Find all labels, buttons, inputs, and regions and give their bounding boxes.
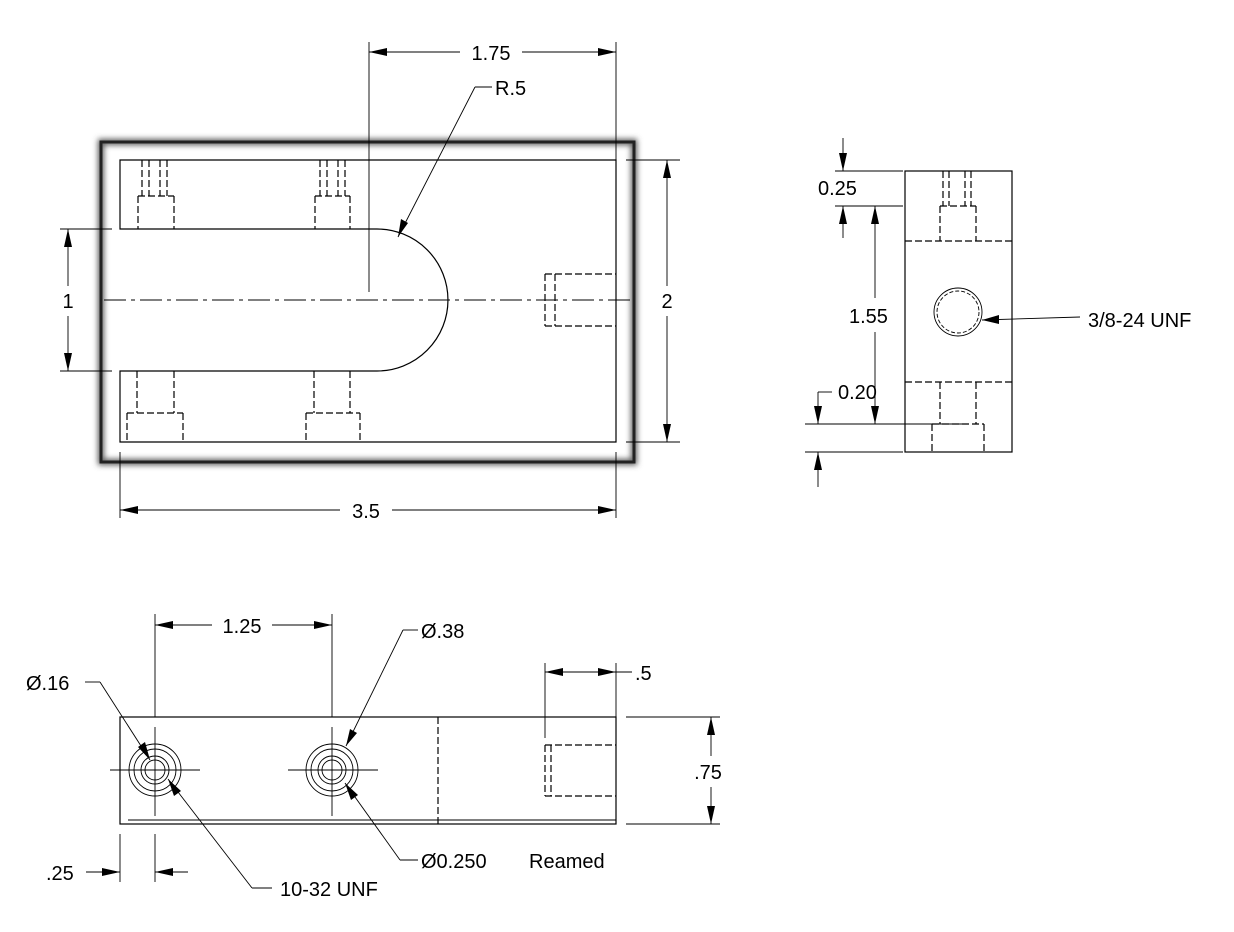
dim-side-spacing: 1.55 [849, 206, 888, 424]
side-view-outline [904, 170, 1013, 453]
selection-frame [99, 140, 636, 464]
hole-lower-left [126, 371, 184, 442]
dim-overall-length-text: 3.5 [352, 501, 380, 523]
dim-overall-width: 2 [626, 159, 680, 443]
dim-side-spacing-text: 1.55 [849, 306, 888, 328]
leader-counterbore: Ø.38 [345, 621, 464, 747]
reamed-note-text: Reamed [529, 851, 605, 873]
hole-upper-left [137, 160, 175, 229]
dim-front-depth: .5 [544, 663, 652, 738]
dim-side-bottom: 0.20 [805, 382, 965, 487]
side-view: 0.25 1.55 0.20 3/8-24 UNF [805, 138, 1191, 487]
top-view-outline [119, 159, 617, 443]
dim-side-bottom-text: 0.20 [838, 382, 877, 404]
leader-slot-radius: R.5 [397, 78, 526, 238]
counterbore-dia-text: Ø.38 [421, 621, 464, 643]
reamed-dia-text: Ø0.250 [421, 851, 487, 873]
dim-front-height-text: .75 [694, 762, 722, 784]
dim-front-edge-text: .25 [46, 863, 74, 885]
leader-reamed: Ø0.250 Reamed [344, 782, 605, 873]
dim-side-top: 0.25 [818, 138, 903, 238]
dim-front-spacing: 1.25 [154, 614, 333, 717]
dim-front-edge: .25 [46, 834, 188, 885]
front-hole-left [110, 727, 200, 816]
selection-frame-glow [98, 139, 637, 465]
front-view: 1.25 Ø.38 Ø.16 .5 [26, 614, 722, 901]
dim-overall-length: 3.5 [119, 452, 617, 523]
dim-front-height: .75 [626, 716, 722, 825]
dim-slot-width: 1 [60, 228, 112, 372]
side-thread-text: 3/8-24 UNF [1088, 310, 1191, 332]
leader-hole-dia: Ø.16 [26, 673, 151, 761]
hole-lower-right [305, 371, 361, 442]
front-hole-right [288, 727, 378, 816]
hole-upper-right [314, 160, 351, 229]
dim-front-depth-text: .5 [635, 663, 652, 685]
top-view: 1.75 R.5 1 2 [60, 42, 680, 523]
dim-overall-width-text: 2 [661, 291, 672, 313]
dim-side-top-text: 0.25 [818, 178, 857, 200]
front-view-outline [119, 716, 617, 825]
dim-slot-length-text: 1.75 [472, 43, 511, 65]
slot-radius-text: R.5 [495, 78, 526, 100]
leader-side-thread: 3/8-24 UNF [981, 310, 1191, 332]
hole-dia-text: Ø.16 [26, 673, 69, 695]
side-thread-hole [933, 287, 983, 337]
dim-slot-width-text: 1 [62, 291, 73, 313]
tap-callout-text: 10-32 UNF [280, 879, 378, 901]
dim-slot-length: 1.75 [369, 42, 617, 160]
side-thread-hidden [544, 273, 616, 327]
dim-front-spacing-text: 1.25 [223, 616, 262, 638]
leader-tap: 10-32 UNF [167, 778, 378, 901]
